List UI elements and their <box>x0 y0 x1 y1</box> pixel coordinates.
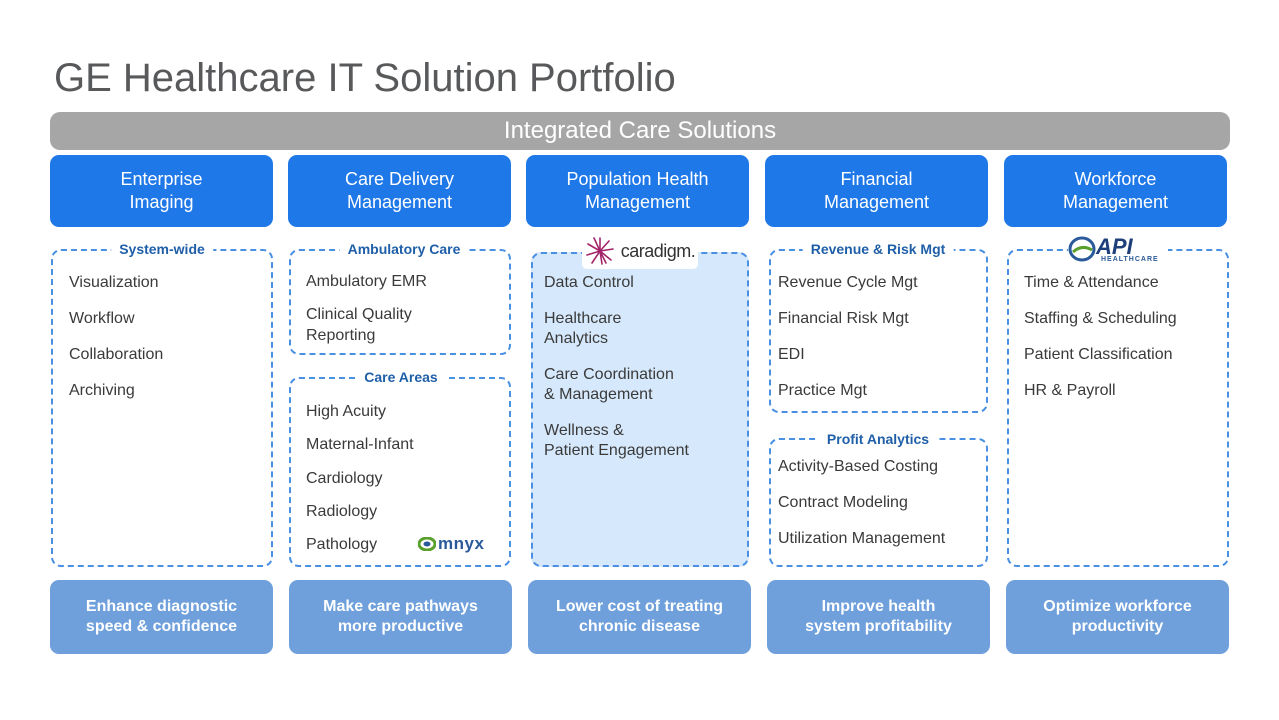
footer-care-delivery: Make care pathways more productive <box>289 580 512 654</box>
list-item: High Acuity <box>306 403 387 420</box>
list-item: Workflow <box>69 310 135 327</box>
list-item: Revenue Cycle Mgt <box>778 274 918 291</box>
list-item: Collaboration <box>69 346 164 363</box>
list-item: Data Control <box>544 274 634 291</box>
api-healthcare-logo: API HEALTHCARE <box>1068 234 1168 264</box>
list-item: Contract Modeling <box>778 494 908 511</box>
footer-workforce: Optimize workforce productivity <box>1006 580 1229 654</box>
integrated-care-banner: Integrated Care Solutions <box>50 112 1230 150</box>
list-item: Financial Risk Mgt <box>778 310 909 327</box>
header-workforce: Workforce Management <box>1004 155 1227 227</box>
system-wide-box <box>51 249 273 567</box>
header-line: Enterprise <box>120 169 203 189</box>
header-line: Management <box>584 192 691 212</box>
header-line: Imaging <box>129 192 194 212</box>
list-item: HR & Payroll <box>1024 382 1116 399</box>
omnyx-text: mnyx <box>438 534 485 553</box>
header-enterprise-imaging: Enterprise Imaging <box>50 155 273 227</box>
header-line: Management <box>1062 192 1169 212</box>
header-line: Management <box>346 192 453 212</box>
header-line: Care Delivery <box>344 169 455 189</box>
omnyx-logo: mnyx <box>418 534 492 554</box>
footer-line: system profitability <box>805 618 952 635</box>
list-item: Time & Attendance <box>1024 274 1159 291</box>
header-care-delivery: Care Delivery Management <box>288 155 511 227</box>
list-item: Reporting <box>306 327 376 344</box>
footer-line: speed & confidence <box>85 618 238 635</box>
list-item: Patient Engagement <box>544 442 689 459</box>
list-item: Archiving <box>69 382 135 399</box>
population-health-box <box>531 252 749 567</box>
list-item: Cardiology <box>306 470 383 487</box>
omnyx-mark-icon <box>418 537 436 551</box>
footer-line: productivity <box>1071 618 1164 635</box>
footer-line: Lower cost of treating <box>555 598 724 615</box>
group-label: Profit Analytics <box>818 431 938 447</box>
footer-line: Improve health <box>821 598 936 615</box>
group-label: System-wide <box>111 241 213 257</box>
header-population-health: Population Health Management <box>526 155 749 227</box>
footer-financial: Improve health system profitability <box>767 580 990 654</box>
api-healthcare-mark-icon <box>1068 236 1096 262</box>
caradigm-text: caradigm. <box>620 240 696 261</box>
caradigm-logo: caradigm. <box>582 233 698 269</box>
header-financial: Financial Management <box>765 155 988 227</box>
list-item: Patient Classification <box>1024 346 1173 363</box>
list-item: Healthcare <box>544 310 622 327</box>
api-text: API <box>1096 234 1133 259</box>
page-title: GE Healthcare IT Solution Portfolio <box>54 56 676 100</box>
list-item: Care Coordination <box>544 366 674 383</box>
list-item: Staffing & Scheduling <box>1024 310 1177 327</box>
header-line: Management <box>823 192 930 212</box>
workforce-box <box>1007 249 1229 567</box>
group-label: Revenue & Risk Mgt <box>802 241 954 257</box>
footer-line: Optimize workforce <box>1043 598 1192 615</box>
list-item: Wellness & <box>544 422 624 439</box>
list-item: Activity-Based Costing <box>778 458 939 475</box>
footer-line: Enhance diagnostic <box>85 598 238 615</box>
footer-population-health: Lower cost of treating chronic disease <box>528 580 751 654</box>
list-item: Radiology <box>306 503 378 520</box>
api-subtext: HEALTHCARE <box>1101 256 1159 263</box>
caradigm-starburst-icon <box>585 237 614 265</box>
list-item: Utilization Management <box>778 530 946 547</box>
footer-line: more productive <box>337 618 464 635</box>
list-item: Pathology <box>306 536 378 553</box>
header-line: Workforce <box>1074 169 1157 189</box>
footer-line: Make care pathways <box>323 598 478 615</box>
header-line: Population Health <box>566 169 709 189</box>
group-label: Ambulatory Care <box>339 241 469 257</box>
footer-line: chronic disease <box>579 618 700 635</box>
list-item: EDI <box>778 346 805 363</box>
list-item: Ambulatory EMR <box>306 273 427 290</box>
list-item: Clinical Quality <box>306 306 412 323</box>
list-item: Visualization <box>69 274 159 291</box>
list-item: & Management <box>544 386 653 403</box>
group-label: Care Areas <box>356 369 446 385</box>
footer-enterprise-imaging: Enhance diagnostic speed & confidence <box>50 580 273 654</box>
list-item: Practice Mgt <box>778 382 867 399</box>
list-item: Analytics <box>544 330 609 347</box>
header-line: Financial <box>840 169 913 189</box>
list-item: Maternal-Infant <box>306 436 414 453</box>
